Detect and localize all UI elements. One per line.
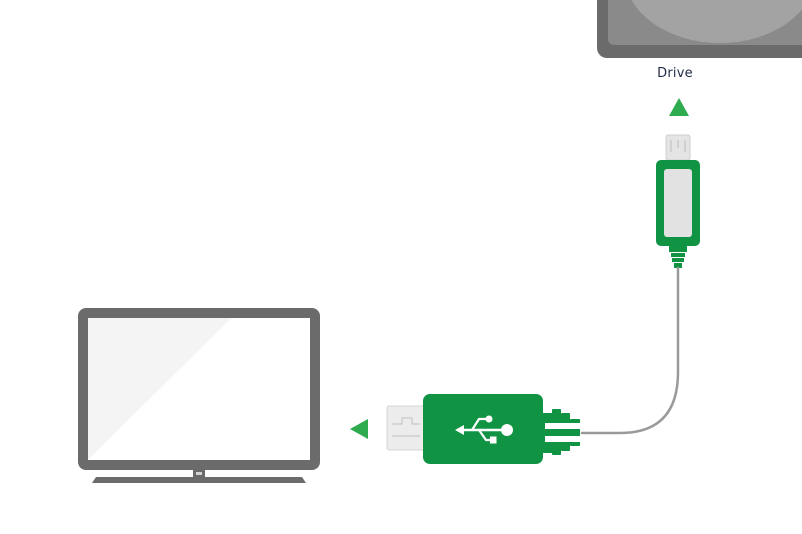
tv-device <box>78 308 320 483</box>
micro-usb-plug <box>656 134 700 268</box>
drive-label: Drive <box>657 66 693 81</box>
arrow-left-icon <box>350 419 368 439</box>
usb-cable <box>580 266 680 435</box>
drive-platter <box>631 0 802 43</box>
usb-icon <box>455 415 513 444</box>
drive-device <box>597 0 802 58</box>
tv-stand <box>92 477 306 483</box>
arrow-up-icon <box>669 98 689 116</box>
